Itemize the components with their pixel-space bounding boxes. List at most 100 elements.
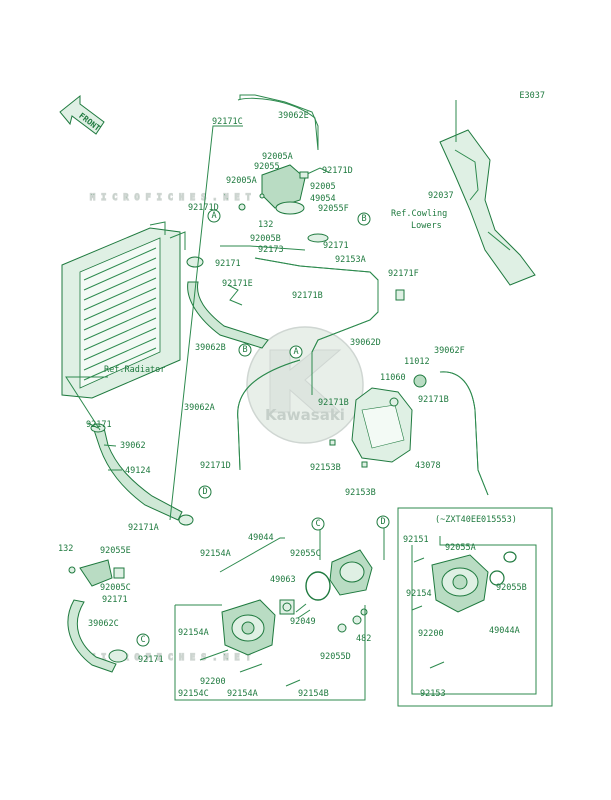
part-label: 39062C	[88, 619, 119, 629]
part-label: 92151	[403, 535, 429, 545]
ref-radiator-label: Ref.Radiator	[104, 365, 165, 375]
part-label: 92153	[420, 689, 446, 699]
leader-lines	[65, 100, 537, 701]
part-label: 92171	[215, 259, 241, 269]
callout-c-lower: C	[136, 633, 150, 647]
part-label: 92154A	[178, 628, 209, 638]
part-label: 49044A	[489, 626, 520, 636]
part-label: 92171	[323, 241, 349, 251]
part-label: 92055C	[290, 549, 321, 559]
part-label: 39062B	[195, 343, 226, 353]
part-label: 92153A	[335, 255, 366, 265]
part-label: 132	[58, 544, 73, 554]
callout-b-upper: B	[357, 212, 371, 226]
svg-text:B: B	[242, 345, 247, 355]
part-label: 92173	[258, 245, 284, 255]
part-label: 92171B	[292, 291, 323, 301]
part-label: 49124	[125, 466, 151, 476]
part-label: 92055	[254, 162, 280, 172]
part-label: 92153B	[310, 463, 341, 473]
part-label: 92171D	[322, 166, 353, 176]
cowling-lowers-drawing	[439, 129, 536, 286]
part-label: 11012	[404, 357, 430, 367]
part-label: 132	[258, 220, 273, 230]
ref-cowling-label-line2: Lowers	[411, 221, 442, 231]
hose-49124	[93, 427, 183, 521]
part-label: 92154C	[178, 689, 209, 699]
part-label: 49044	[248, 533, 274, 543]
svg-text:A: A	[293, 347, 298, 357]
part-label: 92171	[102, 595, 128, 605]
part-label: 39062D	[350, 338, 381, 348]
water-pump-drawing	[199, 549, 373, 687]
part-label: 92049	[290, 617, 316, 627]
part-label: 49063	[270, 575, 296, 585]
part-label: 92055D	[320, 652, 351, 662]
part-label: 92154A	[227, 689, 258, 699]
part-label: 39062	[120, 441, 146, 451]
reservoir-tank-drawing	[329, 374, 427, 468]
part-label: 92055E	[100, 546, 131, 556]
part-label: 92171D	[188, 203, 219, 213]
part-labels: 39062E 92171C 92005A 92055 92171D 92005A…	[58, 111, 527, 699]
kawasaki-logo: Kawasaki	[246, 326, 364, 444]
clamp-drawings	[186, 256, 405, 306]
part-label: 11060	[380, 373, 406, 383]
inset-frame	[397, 507, 553, 707]
watermark-text-top: MICROFICHES.NET	[90, 193, 257, 203]
part-label: 39062F	[434, 346, 465, 356]
part-label: 92005C	[100, 583, 131, 593]
part-label: 92005A	[262, 152, 293, 162]
part-label: 92005B	[250, 234, 281, 244]
watermark-text-bottom: MICROFICHES.NET	[90, 653, 257, 663]
callout-d-pump: D	[376, 515, 390, 529]
svg-text:B: B	[361, 214, 366, 224]
inset-pump-drawing	[411, 551, 517, 669]
callout-a-upper: A	[207, 209, 221, 223]
part-label: 92153B	[345, 488, 376, 498]
svg-text:D: D	[380, 517, 385, 527]
radiator-drawing	[61, 221, 186, 399]
callout-c-pump: C	[311, 517, 325, 531]
part-label: 92037	[428, 191, 454, 201]
part-label: 92171C	[212, 117, 243, 127]
part-label: 39062A	[184, 403, 215, 413]
svg-text:A: A	[211, 211, 216, 221]
part-label: 92171D	[200, 461, 231, 471]
part-label: 92005	[310, 182, 336, 192]
part-label: 39062E	[278, 111, 309, 121]
callout-a-mid: A	[289, 345, 303, 359]
part-label: 92171	[138, 655, 164, 665]
part-label: 92154A	[200, 549, 231, 559]
part-label: 92200	[200, 677, 226, 687]
watermark: MICROFICHES.NET MICROFICHES.NET Kawasaki	[89, 192, 364, 664]
inset-title: (~ZXT40EE015553)	[435, 515, 517, 525]
part-label: 92200	[418, 629, 444, 639]
thermostat-assembly-drawing	[237, 94, 329, 243]
part-label: 92154	[406, 589, 432, 599]
svg-text:C: C	[315, 519, 320, 529]
part-label: 92055F	[318, 204, 349, 214]
part-label: 92005A	[226, 176, 257, 186]
ref-cowling-label-line1: Ref.Cowling	[391, 209, 447, 219]
part-label: 92171	[86, 420, 112, 430]
diagram-code: E3037	[519, 91, 545, 101]
callout-b-mid: B	[238, 343, 252, 357]
lower-left-parts-drawing	[67, 559, 128, 673]
front-arrow-icon: FRONT	[59, 94, 105, 135]
svg-text:C: C	[140, 635, 145, 645]
svg-text:D: D	[202, 487, 207, 497]
part-label: 49054	[310, 194, 336, 204]
part-label: 92171A	[128, 523, 159, 533]
part-label: 92171F	[388, 269, 419, 279]
part-label: 43078	[415, 461, 441, 471]
part-label: 92171E	[222, 279, 253, 289]
part-label: 92154B	[298, 689, 329, 699]
part-label: 92055B	[496, 583, 527, 593]
hose-39062b	[187, 281, 269, 349]
part-label: 92055A	[445, 543, 476, 553]
part-label: 92171B	[318, 398, 349, 408]
part-label: 92171B	[418, 395, 449, 405]
